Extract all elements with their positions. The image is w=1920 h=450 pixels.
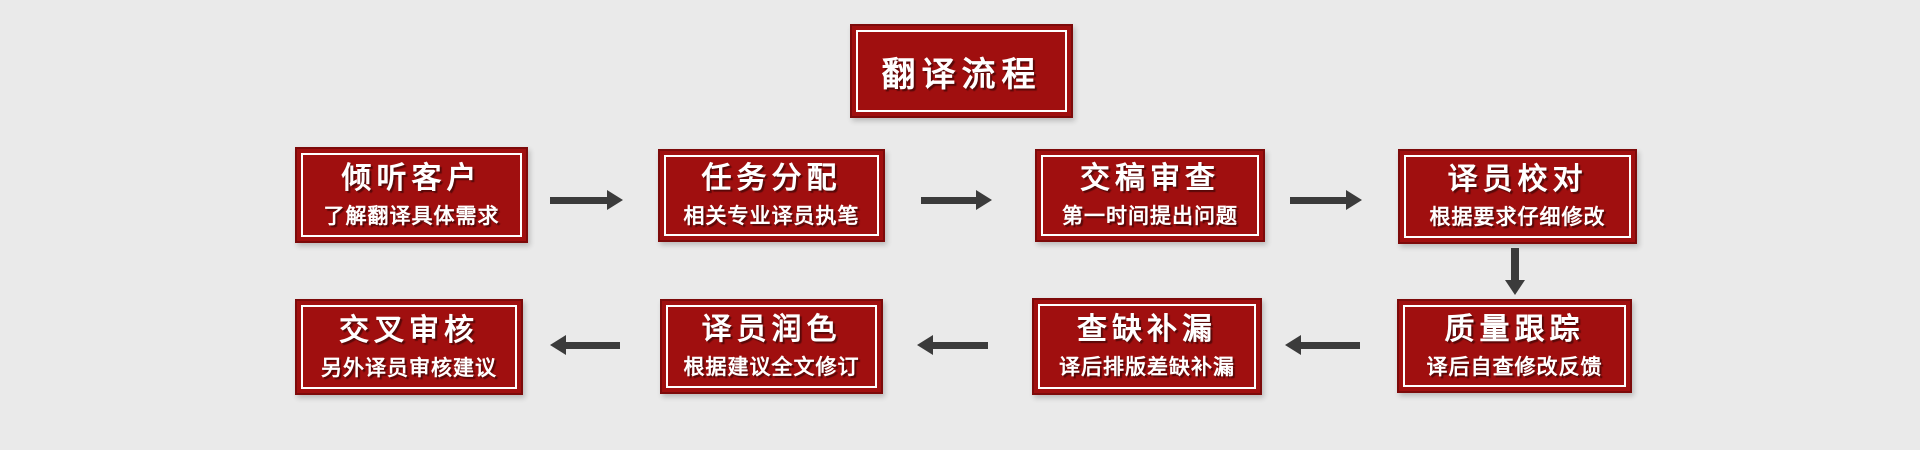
node-subtitle: 另外译员审核建议	[321, 355, 497, 380]
node-draft-review: 交稿审查 第一时间提出问题	[1035, 149, 1265, 242]
node-heading: 倾听客户	[341, 160, 482, 196]
node-heading: 交稿审查	[1080, 161, 1220, 196]
node-heading: 译员润色	[701, 312, 842, 347]
node-subtitle: 译后排版差缺补漏	[1059, 355, 1235, 379]
arrow-left-2-icon	[917, 335, 988, 355]
arrow-left-3-icon	[550, 335, 620, 355]
node-heading: 质量跟踪	[1444, 311, 1585, 347]
arrow-down-icon	[1505, 248, 1525, 295]
node-translator-proofreading: 译员校对 根据要求仔细修改	[1398, 149, 1637, 244]
flow-title-box: 翻译流程	[850, 24, 1073, 118]
node-heading: 任务分配	[701, 161, 842, 196]
node-subtitle: 根据要求仔细修改	[1429, 205, 1606, 229]
node-listen-customer: 倾听客户 了解翻译具体需求	[295, 147, 528, 243]
arrow-right-2-icon	[921, 190, 992, 210]
node-subtitle: 译后自查修改反馈	[1426, 354, 1603, 379]
arrow-left-1-icon	[1285, 335, 1360, 355]
node-task-assignment: 任务分配 相关专业译员执笔	[658, 149, 885, 242]
arrow-right-3-icon	[1290, 190, 1362, 210]
node-heading: 译员校对	[1447, 162, 1588, 197]
node-subtitle: 第一时间提出问题	[1062, 204, 1238, 228]
node-heading: 查缺补漏	[1077, 312, 1217, 347]
node-heading: 交叉审核	[339, 312, 479, 348]
arrow-right-1-icon	[550, 190, 623, 210]
node-translator-polishing: 译员润色 根据建议全文修订	[660, 299, 883, 394]
node-subtitle: 相关专业译员执笔	[683, 204, 860, 228]
flow-title: 翻译流程	[881, 54, 1042, 95]
node-cross-review: 交叉审核 另外译员审核建议	[295, 299, 523, 395]
node-subtitle: 了解翻译具体需求	[323, 203, 500, 228]
node-quality-tracking: 质量跟踪 译后自查修改反馈	[1397, 299, 1632, 393]
node-gap-filling: 查缺补漏 译后排版差缺补漏	[1032, 298, 1262, 395]
node-subtitle: 根据建议全文修订	[683, 355, 860, 379]
